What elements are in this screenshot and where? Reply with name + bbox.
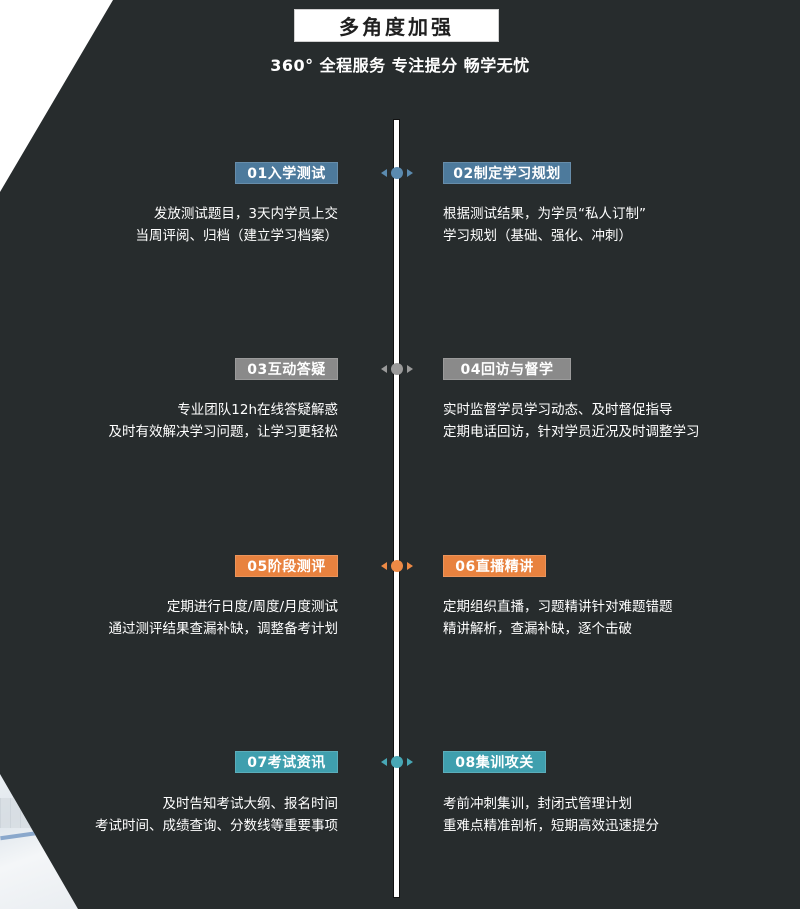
step-label-04: 04回访与督学 [443, 358, 571, 380]
desc-line: 实时监督学员学习动态、及时督促指导 [443, 402, 673, 418]
step-desc-03: 专业团队12h在线答疑解惑 及时有效解决学习问题，让学习更轻松 [109, 399, 339, 443]
desc-line: 定期组织直播，习题精讲针对难题错题 [443, 599, 673, 615]
arrow-left-icon [381, 562, 387, 570]
dot-icon [391, 167, 403, 179]
corner-photo-bottom [0, 774, 78, 909]
arrow-left-icon [381, 365, 387, 373]
step-label-03: 03互动答疑 [235, 358, 338, 380]
arrow-right-icon [407, 169, 413, 177]
step-desc-02: 根据测试结果，为学员“私人订制” 学习规划（基础、强化、冲刺） [443, 203, 646, 247]
step-desc-08: 考前冲刺集训，封闭式管理计划 重难点精准剖析，短期高效迅速提分 [443, 793, 659, 837]
step-label-08: 08集训攻关 [443, 751, 546, 773]
arrow-right-icon [407, 758, 413, 766]
timeline-node-4 [378, 755, 416, 769]
step-desc-06: 定期组织直播，习题精讲针对难题错题 精讲解析，查漏补缺，逐个击破 [443, 596, 673, 640]
timeline-node-3 [378, 559, 416, 573]
timeline-line [393, 119, 400, 898]
desc-line: 学习规划（基础、强化、冲刺） [443, 228, 632, 244]
desc-line: 通过测评结果查漏补缺，调整备考计划 [108, 621, 339, 637]
step-label-05: 05阶段测评 [235, 555, 338, 577]
desc-line: 及时告知考试大纲、报名时间 [162, 796, 339, 812]
dot-icon [391, 560, 403, 572]
step-desc-01: 发放测试题目，3天内学员上交 当周评阅、归档（建立学习档案） [136, 203, 339, 247]
arrow-left-icon [381, 758, 387, 766]
step-label-07: 07考试资讯 [235, 751, 338, 773]
desc-line: 定期进行日度/周度/月度测试 [166, 599, 338, 615]
desc-line: 考前冲刺集训，封闭式管理计划 [443, 796, 632, 812]
corner-decoration-top [0, 0, 113, 192]
arrow-right-icon [407, 365, 413, 373]
desc-line: 专业团队12h在线答疑解惑 [177, 402, 338, 418]
desc-line: 当周评阅、归档（建立学习档案） [135, 228, 339, 244]
desc-line: 考试时间、成绩查询、分数线等重要事项 [95, 818, 338, 834]
page-title: 多角度加强 [294, 9, 499, 42]
step-desc-04: 实时监督学员学习动态、及时督促指导 定期电话回访，针对学员近况及时调整学习 [443, 399, 700, 443]
desc-line: 发放测试题目，3天内学员上交 [153, 206, 338, 222]
desc-line: 定期电话回访，针对学员近况及时调整学习 [443, 424, 700, 440]
step-label-06: 06直播精讲 [443, 555, 546, 577]
dot-icon [391, 756, 403, 768]
step-desc-05: 定期进行日度/周度/月度测试 通过测评结果查漏补缺，调整备考计划 [109, 596, 339, 640]
arrow-right-icon [407, 562, 413, 570]
page-subtitle: 360° 全程服务 专注提分 畅学无忧 [270, 56, 530, 75]
timeline-node-1 [378, 166, 416, 180]
step-label-02: 02制定学习规划 [443, 162, 571, 184]
arrow-left-icon [381, 169, 387, 177]
desc-line: 重难点精准剖析，短期高效迅速提分 [443, 818, 659, 834]
desc-line: 根据测试结果，为学员“私人订制” [443, 206, 646, 222]
desc-line: 精讲解析，查漏补缺，逐个击破 [443, 621, 632, 637]
dot-icon [391, 363, 403, 375]
timeline-node-2 [378, 362, 416, 376]
step-desc-07: 及时告知考试大纲、报名时间 考试时间、成绩查询、分数线等重要事项 [95, 793, 338, 837]
step-label-01: 01入学测试 [235, 162, 338, 184]
desc-line: 及时有效解决学习问题，让学习更轻松 [108, 424, 339, 440]
chart-image-area [0, 798, 78, 828]
